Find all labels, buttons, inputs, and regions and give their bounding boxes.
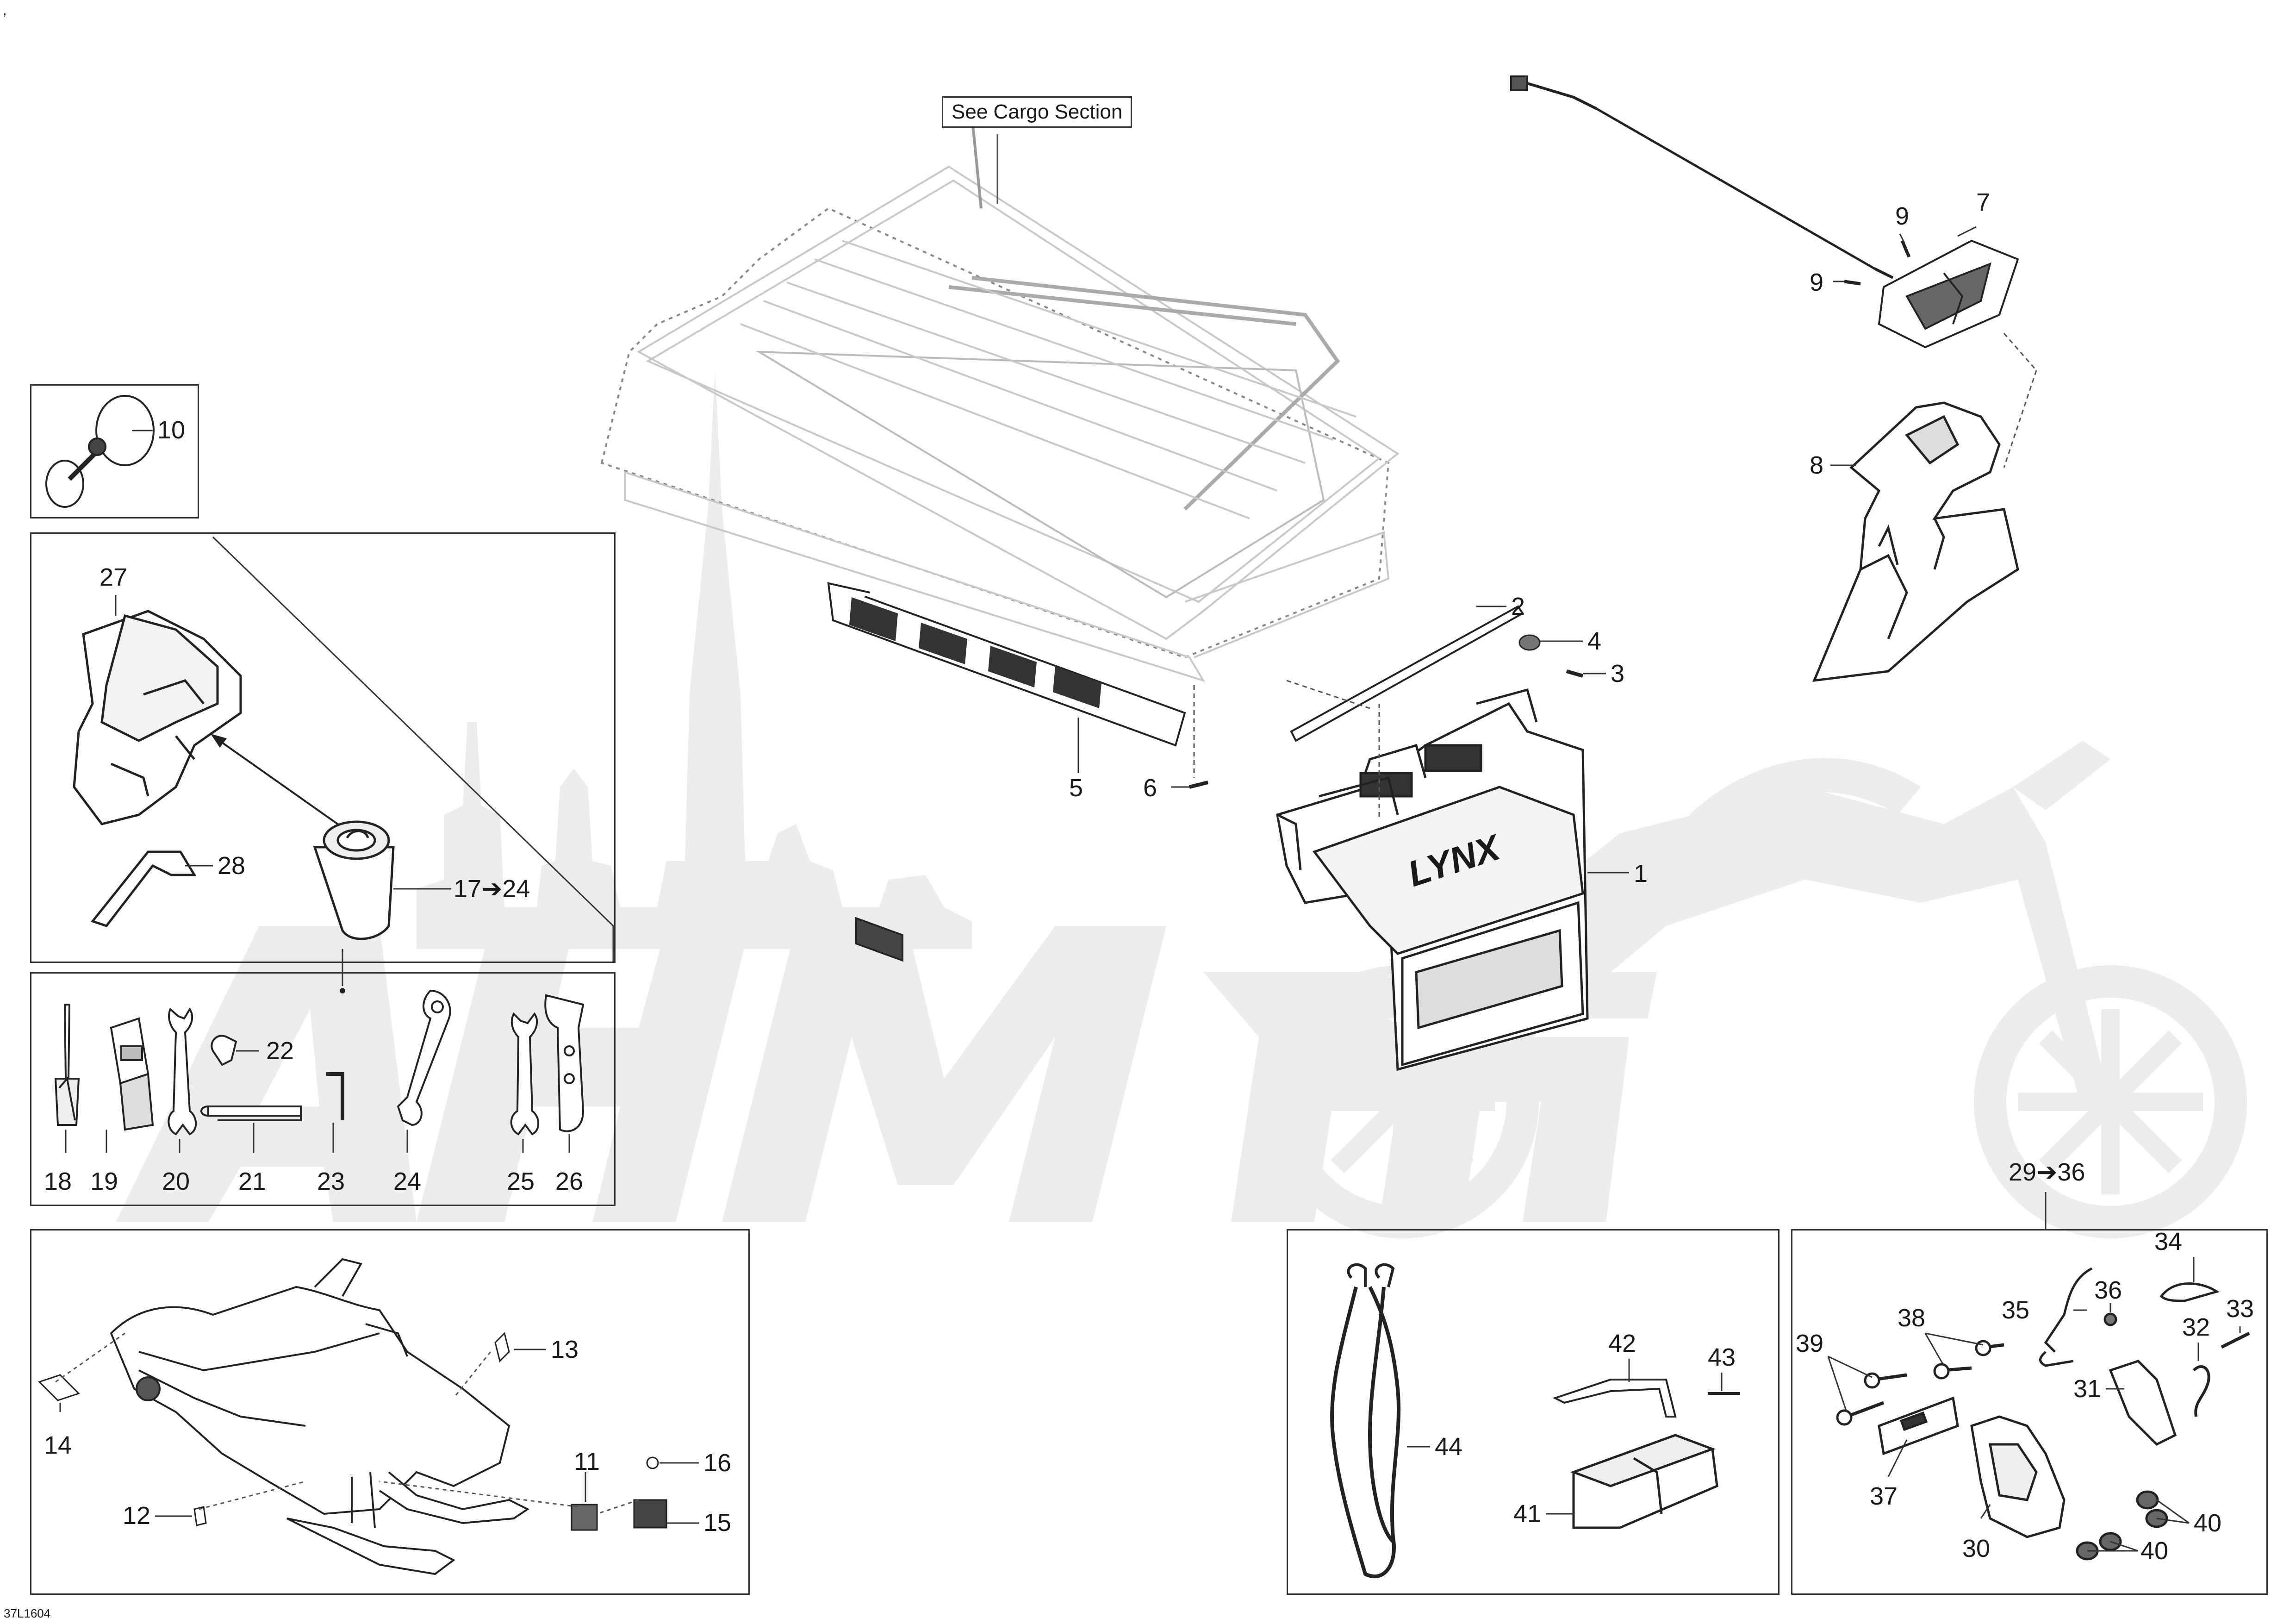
part-label-3: 3 (1611, 660, 1625, 687)
part-label-23: 23 (317, 1168, 345, 1195)
part-label-31: 31 (2073, 1375, 2102, 1403)
cargo-rack-ghost (600, 115, 1400, 682)
part-label-41: 41 (1513, 1500, 1542, 1528)
part-label-10: 10 (157, 416, 186, 444)
part-label-40-bottom: 40 (2140, 1537, 2169, 1565)
taillight-drawing (1510, 75, 2019, 349)
part-label-24: 24 (393, 1168, 422, 1195)
part-label-36: 36 (2094, 1276, 2122, 1304)
cargo-section-callout: See Cargo Section (942, 96, 1132, 128)
tools-drawing (54, 989, 585, 1136)
part-label-29-36: 29➔36 (2009, 1158, 2085, 1186)
part-label-33: 33 (2226, 1295, 2254, 1323)
frame-decals (30, 1229, 750, 1595)
part-label-13: 13 (551, 1336, 579, 1363)
part-label-43: 43 (1708, 1343, 1736, 1371)
part-label-16: 16 (703, 1449, 732, 1477)
part-label-17-24: 17➔24 (454, 875, 530, 903)
part-label-4: 4 (1587, 627, 1602, 655)
part-label-34: 34 (2154, 1228, 2183, 1255)
part-label-12: 12 (123, 1502, 151, 1530)
watermark-logo (116, 370, 2247, 1238)
hitch-drawing (1836, 1267, 2250, 1561)
frame-tool-holder (30, 532, 616, 963)
frame-suction-cup (30, 384, 199, 518)
part-label-9-top: 9 (1895, 202, 1910, 230)
tool-pouch-drawing (313, 820, 395, 940)
part-label-44: 44 (1435, 1433, 1463, 1461)
part-label-22: 22 (266, 1037, 294, 1065)
part-label-7: 7 (1976, 188, 1991, 216)
part-label-32: 32 (2182, 1313, 2210, 1341)
part-label-42: 42 (1608, 1330, 1636, 1357)
part-label-6: 6 (1143, 774, 1157, 802)
corner-mark: , (3, 3, 7, 18)
suction-cup-drawing (45, 395, 155, 508)
part-label-40-top: 40 (2194, 1509, 2222, 1537)
part-label-28: 28 (218, 852, 246, 880)
frame-bungee-seat (1287, 1229, 1780, 1595)
part-label-5: 5 (1069, 774, 1083, 802)
part-label-20: 20 (162, 1168, 190, 1195)
part-label-14: 14 (44, 1431, 72, 1459)
part-label-35: 35 (2002, 1296, 2030, 1324)
part-label-21: 21 (238, 1168, 267, 1195)
part-label-25: 25 (507, 1168, 535, 1195)
part-label-37: 37 (1870, 1482, 1898, 1510)
part-label-27: 27 (100, 563, 128, 591)
bungee-cord-drawing (1330, 1263, 1401, 1579)
light-bracket-drawing (1812, 401, 2019, 682)
part-label-26: 26 (555, 1168, 584, 1195)
seat-cushion-drawing (1570, 1434, 1718, 1529)
part-label-18: 18 (44, 1168, 72, 1195)
mudflap-drawing (1276, 688, 1589, 1071)
part-label-19: 19 (90, 1168, 118, 1195)
tool-holder-drawing (73, 610, 242, 825)
frame-hitch (1791, 1229, 2268, 1595)
part-label-15: 15 (703, 1509, 732, 1537)
part-label-38: 38 (1898, 1304, 1926, 1332)
drawing-code: 37L1604 (4, 1606, 51, 1620)
part-label-9-left: 9 (1810, 269, 1824, 296)
part-label-1: 1 (1634, 860, 1648, 887)
part-label-11: 11 (574, 1448, 600, 1475)
snowmobile-drawing (110, 1258, 529, 1575)
frame-tools (30, 972, 616, 1206)
part-label-8: 8 (1810, 451, 1824, 479)
part-label-2: 2 (1511, 593, 1525, 620)
part-label-30: 30 (1962, 1535, 1991, 1562)
part-label-39: 39 (1796, 1330, 1824, 1357)
